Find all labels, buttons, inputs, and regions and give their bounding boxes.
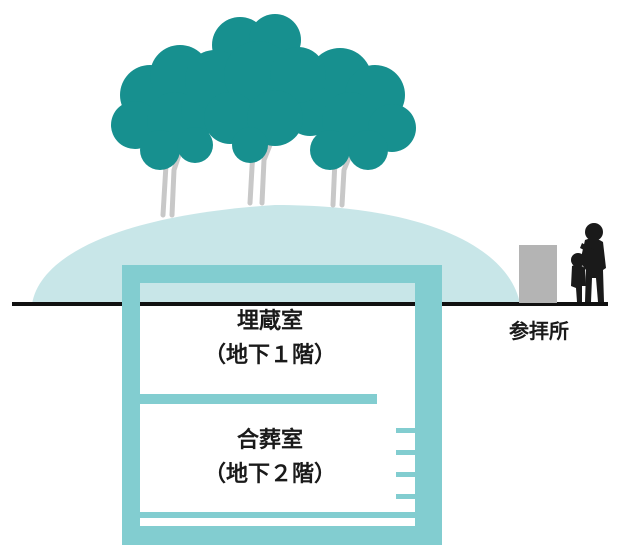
worship-place-label: 参拝所: [509, 319, 569, 343]
tree-center: [185, 14, 326, 206]
upper-chamber-level: （地下１階）: [204, 343, 336, 368]
burial-mound: [32, 205, 520, 304]
stair-step-3: [396, 472, 415, 477]
stair-step-4: [396, 494, 415, 499]
chamber-wall-right: [415, 265, 442, 545]
stair-step-1: [396, 428, 415, 433]
base-slab: [140, 526, 415, 545]
worship-stone: [519, 245, 557, 303]
floor-slab-upper: [140, 394, 377, 404]
chamber-wall-top: [122, 265, 442, 283]
lower-chamber-name: 合葬室: [237, 427, 303, 453]
lower-chamber-level: （地下２階）: [204, 462, 336, 487]
floor-slab-lower: [140, 512, 415, 518]
underground-structure: [122, 265, 442, 545]
stair-step-2: [396, 450, 415, 455]
praying-figures-icon: [571, 223, 606, 302]
trees: [111, 14, 416, 218]
upper-chamber-name: 埋蔵室: [237, 308, 303, 334]
chamber-wall-left: [122, 265, 140, 545]
